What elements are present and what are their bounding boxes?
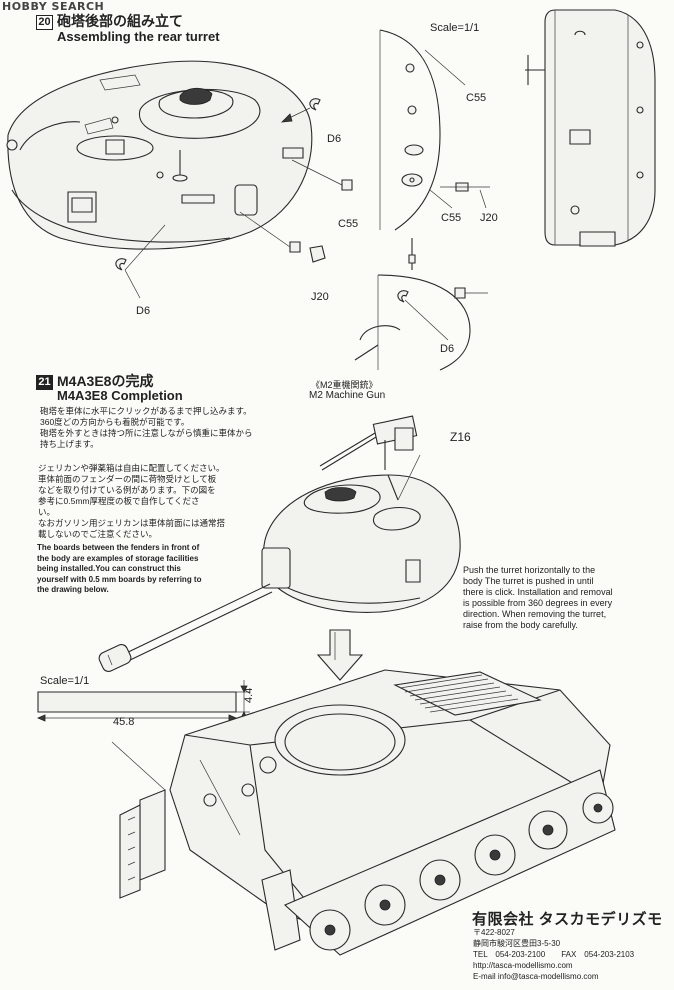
scale-rear-view bbox=[525, 10, 655, 246]
m2-machine-gun-drawing bbox=[320, 416, 417, 470]
step-20-number: 20 bbox=[36, 15, 53, 30]
part-label-c55: C55 bbox=[466, 92, 487, 104]
part-label-d6: D6 bbox=[136, 305, 151, 317]
turret-drawing bbox=[262, 455, 460, 612]
down-arrow bbox=[318, 630, 362, 680]
part-label-c55: C55 bbox=[338, 218, 359, 230]
storage-note-jp: ジェリカンや弾薬箱は自由に配置してください。 車体前面のフェンダーの間に荷物受け… bbox=[38, 463, 226, 539]
watermark: HOBBY SEARCH bbox=[2, 0, 105, 13]
tank-tracks-drawing bbox=[120, 770, 615, 955]
company-phone-fax: TEL 054-203-2100 FAX 054-203-2103 bbox=[473, 950, 635, 959]
board-scale-label: Scale=1/1 bbox=[40, 675, 90, 687]
tank-hull-drawing bbox=[170, 670, 610, 930]
scale-label-step-20: Scale=1/1 bbox=[430, 22, 480, 34]
step-21-title-en: M4A3E8 Completion bbox=[57, 388, 183, 403]
scale-side-view-upper bbox=[380, 30, 490, 230]
step-21-number: 21 bbox=[36, 375, 53, 390]
part-label-z16: Z16 bbox=[450, 430, 471, 444]
storage-note-en: The boards between the fenders in front … bbox=[37, 543, 202, 594]
company-url: http://tasca-modellismo.com bbox=[473, 961, 573, 970]
rear-turret-drawing bbox=[7, 61, 312, 249]
part-label-j20: J20 bbox=[311, 291, 329, 303]
board-height-label: 4.4 bbox=[243, 687, 255, 703]
part-label-d6: D6 bbox=[327, 133, 342, 145]
step-20-title-en: Assembling the rear turret bbox=[57, 29, 220, 44]
mg-label-jp: 《M2重機関銃》 bbox=[311, 380, 378, 390]
turret-note-jp: 砲塔を車体に水平にクリックがあるまで押し込みます。 360度どの方向からも着脱が… bbox=[40, 406, 253, 449]
turret-note-en: Push the turret horizontally to the body… bbox=[463, 565, 613, 630]
rear-turret-leaders bbox=[116, 99, 352, 298]
company-name: 有限会社 タスカモデリズモ bbox=[472, 911, 663, 928]
mg-label-en: M2 Machine Gun bbox=[309, 390, 386, 401]
main-gun-barrel bbox=[97, 584, 272, 673]
scale-side-view-lower bbox=[355, 238, 488, 370]
part-label-c55: C55 bbox=[441, 212, 462, 224]
company-postal: 〒422-8027 bbox=[473, 928, 515, 937]
company-address: 静岡市駿河区豊田3-5-30 bbox=[473, 939, 561, 948]
part-label-j20: J20 bbox=[480, 212, 498, 224]
board-width-label: 45.8 bbox=[113, 716, 135, 728]
part-label-d6: D6 bbox=[440, 343, 455, 355]
company-email: E-mail info@tasca-modellismo.com bbox=[473, 972, 599, 981]
